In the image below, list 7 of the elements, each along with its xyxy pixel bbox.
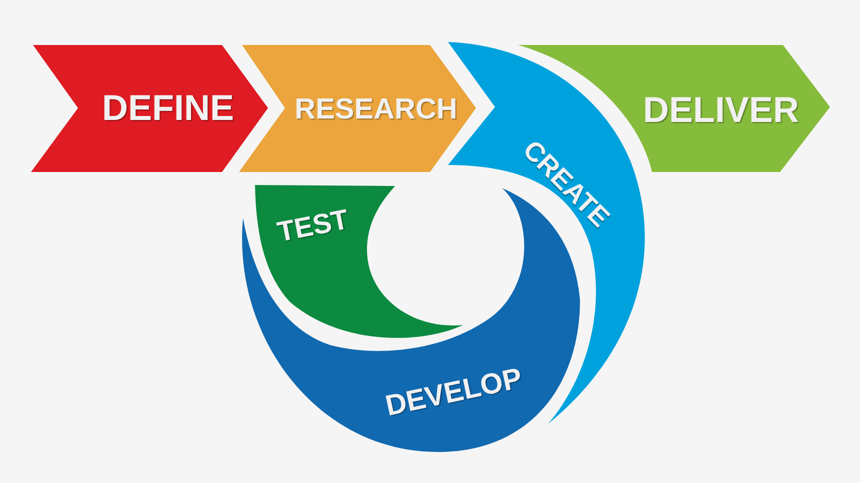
stage-label: DEVELOP	[383, 364, 525, 422]
stage-label: DELIVER	[642, 92, 800, 128]
chevron-step	[239, 45, 477, 173]
stage-label: DEFINE	[102, 90, 234, 126]
stage-label: TEST	[275, 205, 351, 247]
stage-label: RESEARCH	[294, 96, 458, 124]
chevron-step	[31, 45, 269, 173]
